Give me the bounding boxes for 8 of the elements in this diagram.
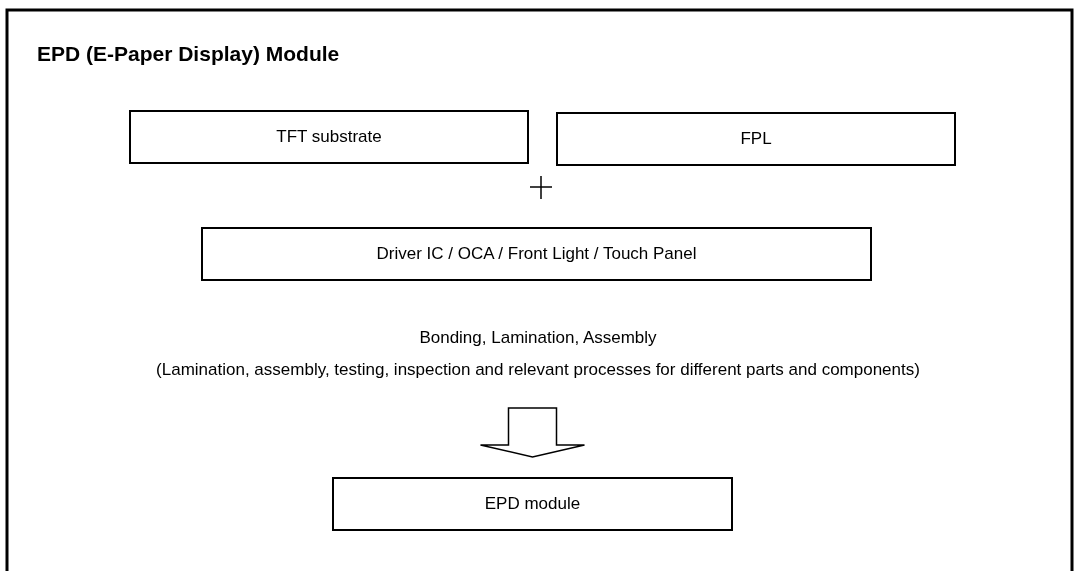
diagram-title: EPD (E-Paper Display) Module — [37, 42, 340, 66]
process-note: (Lamination, assembly, testing, inspection and relevant processes for different parts and components) — [156, 359, 920, 381]
process-label: Bonding, Lamination, Assembly — [419, 327, 657, 349]
process-box: EPD module — [332, 477, 733, 531]
process-box: TFT substrate — [129, 110, 529, 164]
process-box: Driver IC / OCA / Front Light / Touch Panel — [201, 227, 872, 281]
process-box: FPL — [556, 112, 956, 166]
block-arrow — [479, 407, 586, 458]
